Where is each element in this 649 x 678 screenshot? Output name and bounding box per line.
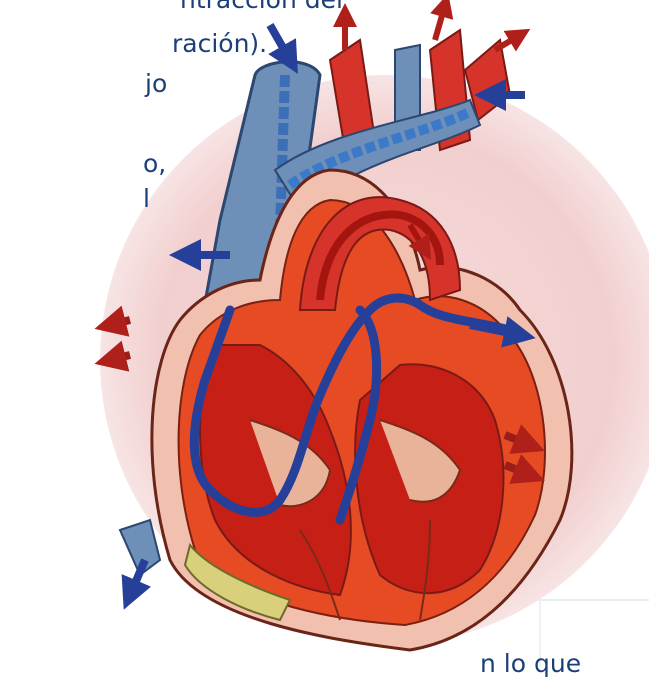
text-fragment: ración). xyxy=(172,30,267,58)
vena-cava-inflow-arrow xyxy=(270,25,290,60)
text-fragment: jo xyxy=(145,70,167,98)
text-fragment: l xyxy=(143,185,150,213)
text-fragment: n lo que xyxy=(480,650,581,678)
text-fragment: ntracción del xyxy=(180,0,343,14)
text-fragment: o, xyxy=(143,150,166,178)
